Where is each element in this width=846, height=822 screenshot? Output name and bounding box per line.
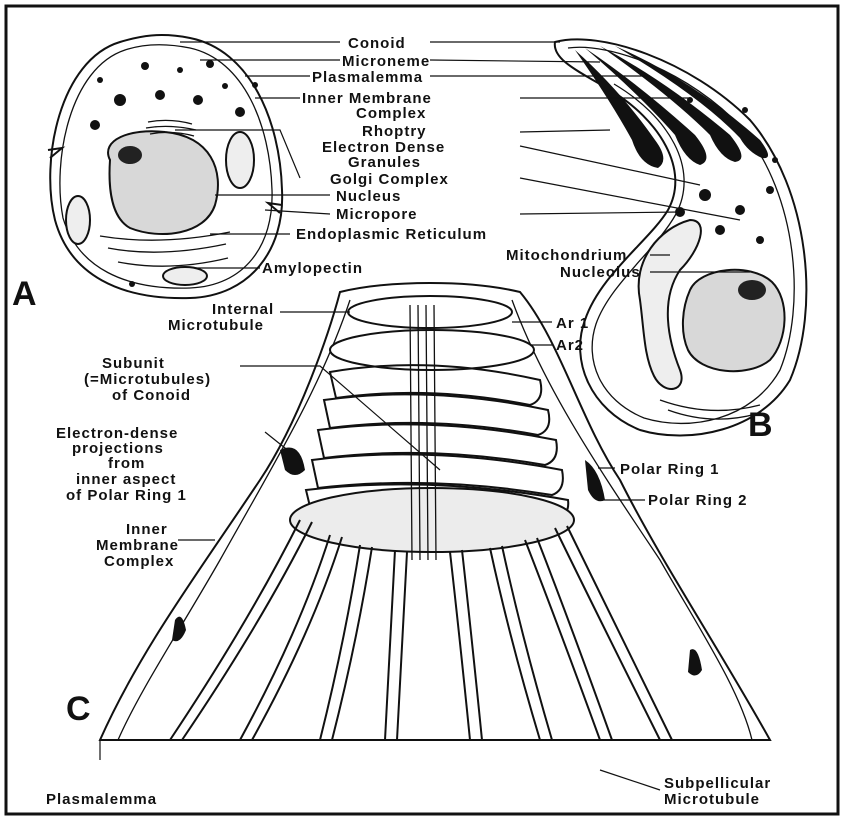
label-subunit-2: (=Microtubules) xyxy=(84,371,211,388)
label-inner-membrane-c-2: Membrane xyxy=(96,537,179,554)
nucleus-b xyxy=(683,270,785,371)
polar-ring-left xyxy=(280,448,305,476)
label-internal-microtubule-2: Microtubule xyxy=(168,317,264,334)
panel-b-letter: B xyxy=(748,406,773,444)
panel-b-cell: B xyxy=(555,39,807,444)
label-subunit-1: Subunit xyxy=(102,355,165,372)
panel-a-cell: A xyxy=(12,35,282,313)
micropore-notch-left xyxy=(48,148,62,158)
label-subunit-3: of Conoid xyxy=(112,387,191,404)
panel-a-letter: A xyxy=(12,275,37,313)
polar-ring-right xyxy=(585,460,605,501)
er-b xyxy=(660,400,760,419)
label-micropore: Micropore xyxy=(336,206,418,223)
label-golgi-complex: Golgi Complex xyxy=(330,171,449,188)
nucleolus-a xyxy=(118,146,142,164)
imc-dark-right xyxy=(688,649,702,675)
conoid-ring-ar2 xyxy=(330,330,534,370)
label-rhoptry: Rhoptry xyxy=(362,123,427,140)
label-nucleus: Nucleus xyxy=(336,188,401,205)
label-polar-ring-1: Polar Ring 1 xyxy=(620,461,720,478)
er-a xyxy=(100,232,230,266)
label-subpellicular-1: Subpellicular xyxy=(664,775,771,792)
label-plasmalemma-c: Plasmalemma xyxy=(46,791,157,808)
polar-ring-platform xyxy=(290,488,574,552)
nucleus-a xyxy=(108,131,218,234)
label-internal-microtubule-1: Internal xyxy=(212,301,274,318)
label-microneme: Microneme xyxy=(342,53,430,70)
label-edp-5: of Polar Ring 1 xyxy=(66,487,187,504)
label-inner-membrane-2: Complex xyxy=(356,105,426,122)
label-polar-ring-2: Polar Ring 2 xyxy=(648,492,748,509)
mitochondrion-a-3 xyxy=(163,267,207,285)
label-endoplasmic-reticulum: Endoplasmic Reticulum xyxy=(296,226,487,243)
label-subpellicular-2: Microtubule xyxy=(664,791,760,808)
label-edp-4: inner aspect xyxy=(76,471,176,488)
nucleolus-b xyxy=(738,280,766,300)
label-inner-membrane-c-1: Inner xyxy=(126,521,168,538)
label-edp-3: from xyxy=(108,455,145,472)
label-inner-membrane-c-3: Complex xyxy=(104,553,174,570)
label-ar1: Ar 1 xyxy=(556,315,589,332)
conoid-ring-ar1 xyxy=(348,296,512,328)
label-ar2: Ar2 xyxy=(556,337,584,354)
label-nucleolus: Nucleolus xyxy=(560,264,641,281)
label-electron-dense-2: Granules xyxy=(348,154,421,171)
mitochondrion-a-2 xyxy=(66,196,90,244)
mitochondrion-a-1 xyxy=(226,132,254,188)
label-plasmalemma: Plasmalemma xyxy=(312,69,423,86)
label-conoid: Conoid xyxy=(348,35,406,52)
subpellicular-microtubules xyxy=(170,520,672,740)
label-mitochondrium: Mitochondrium xyxy=(506,247,627,264)
label-amylopectin: Amylopectin xyxy=(262,260,363,277)
panel-c-letter: C xyxy=(66,690,91,728)
